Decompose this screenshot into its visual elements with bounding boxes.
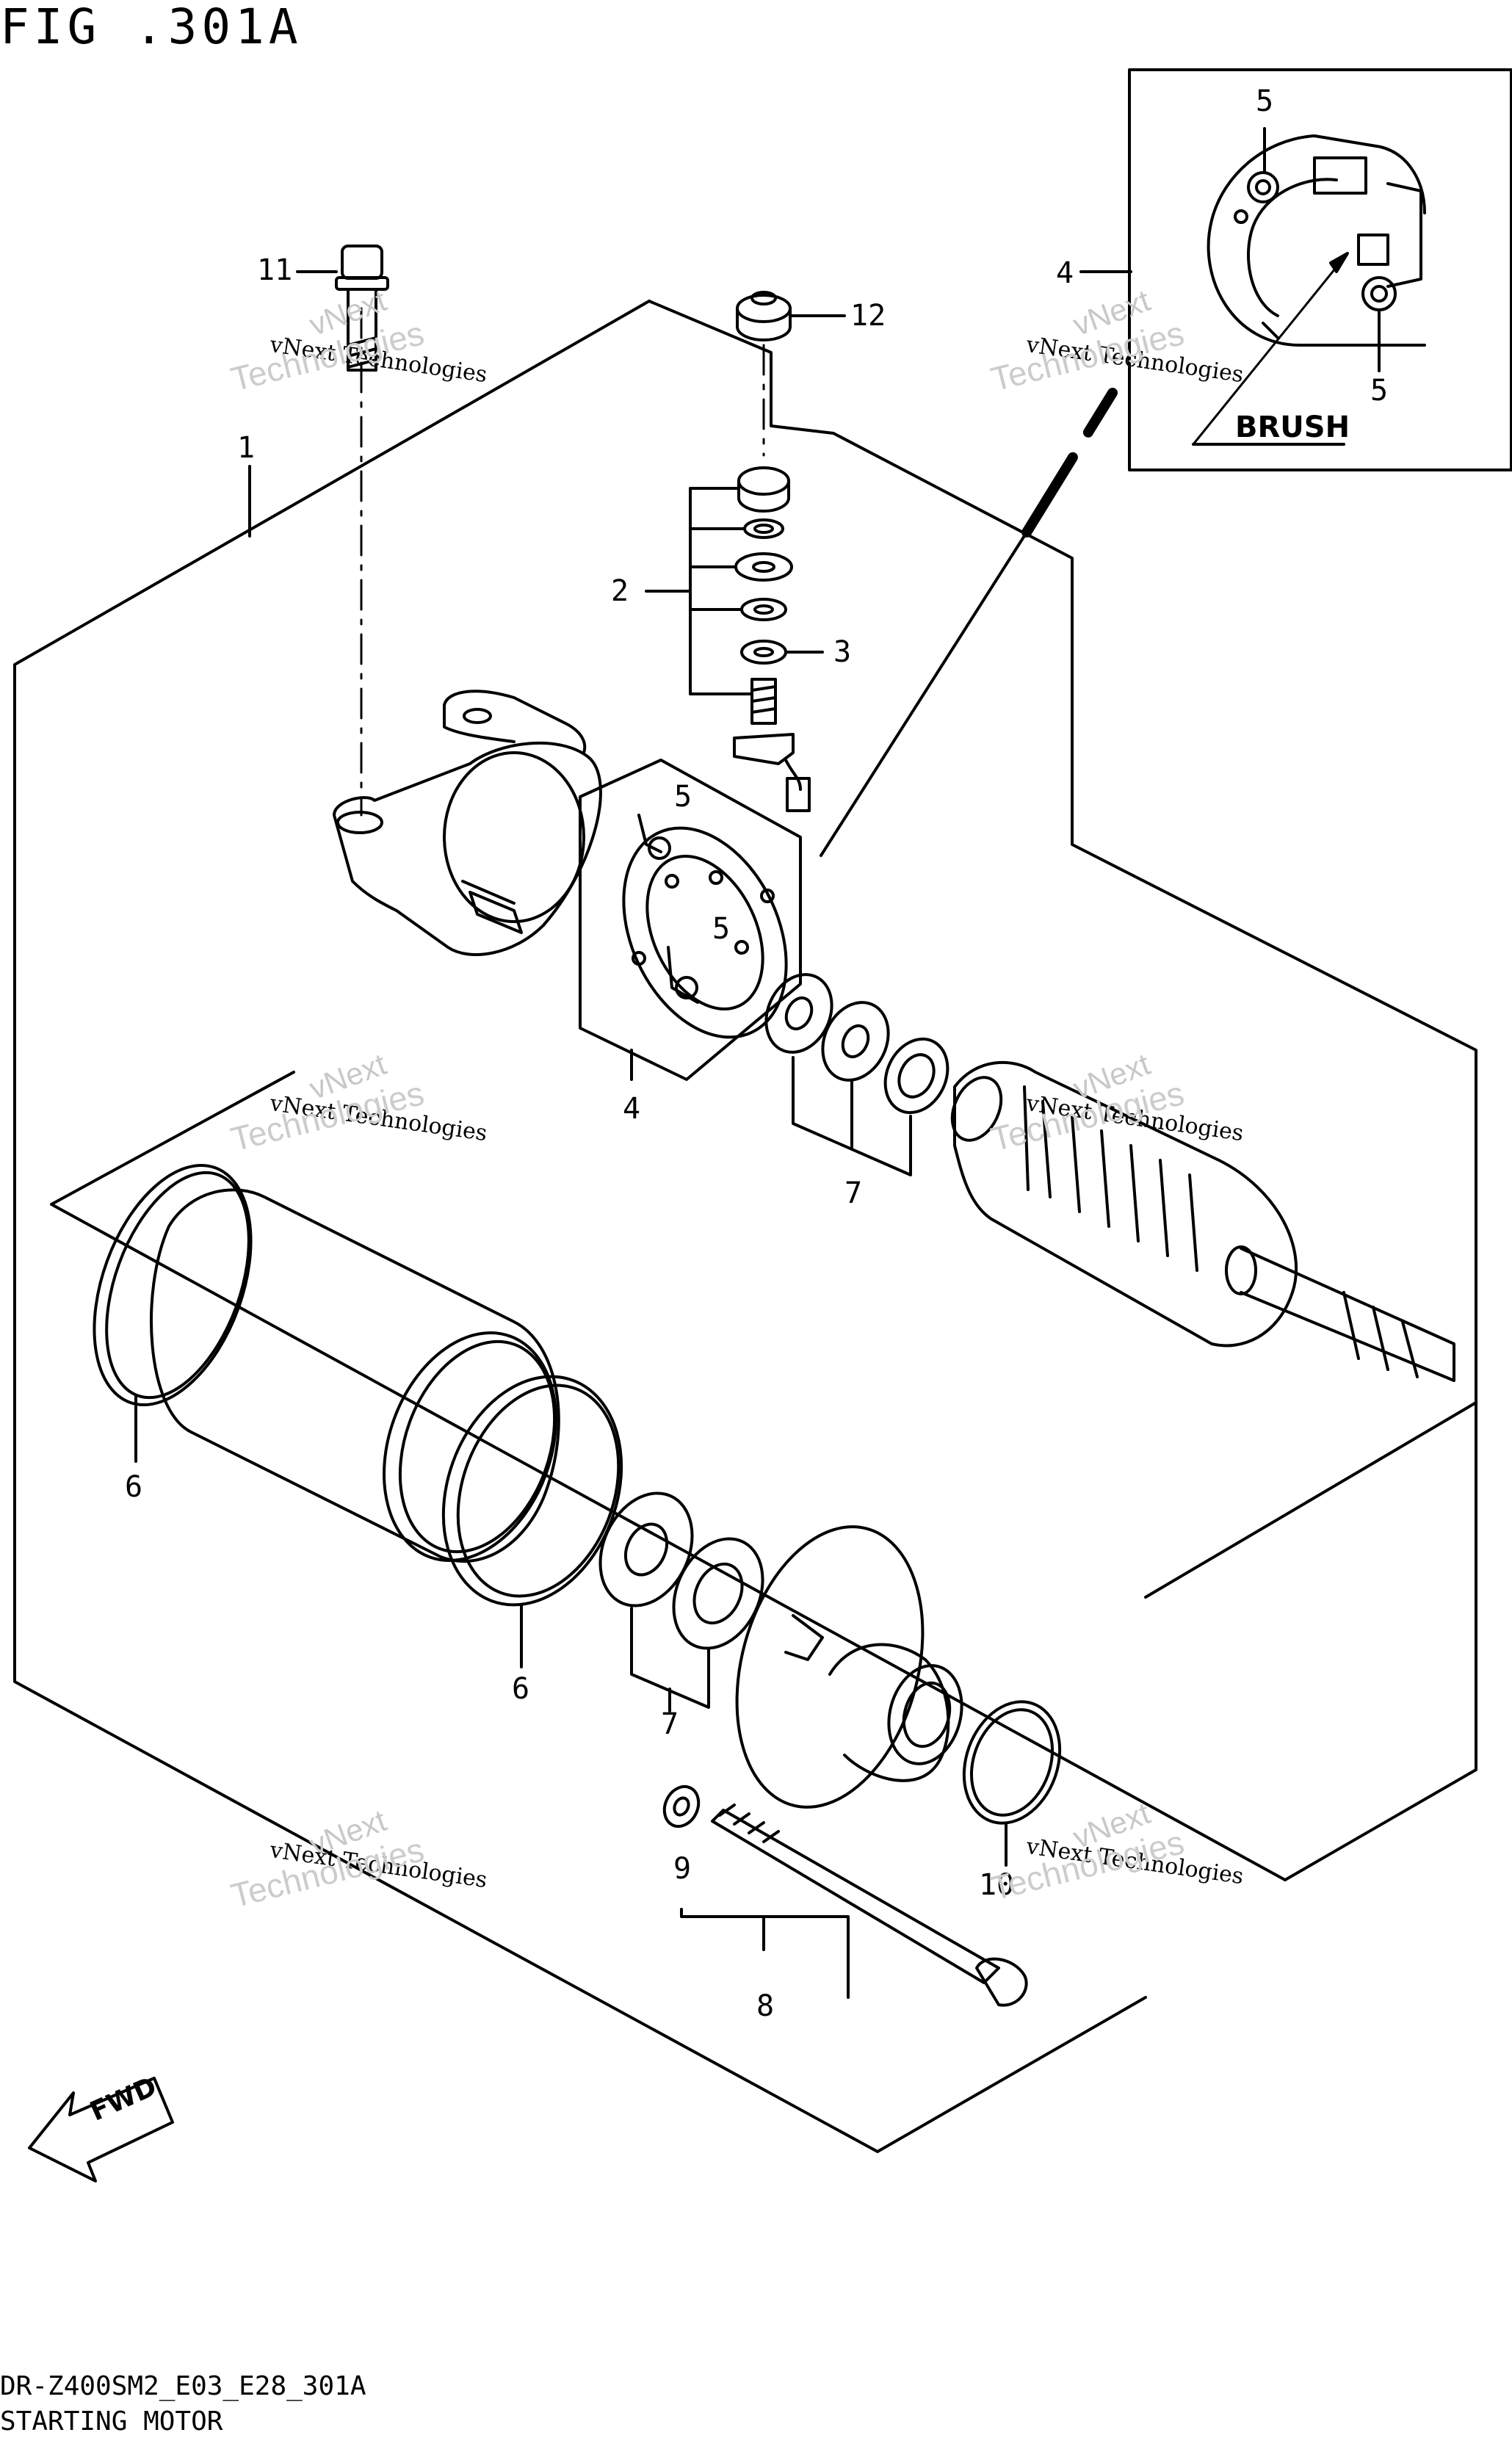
callout-10: 10	[979, 1868, 1015, 1902]
bolt-11	[335, 245, 389, 372]
inset-leader-thick	[1021, 388, 1118, 538]
washer-9	[662, 1784, 701, 1828]
inset-leader-thin	[820, 531, 1028, 857]
callout-5-main-bottom: 5	[712, 912, 731, 946]
callout-5-inset-bottom: 5	[1370, 374, 1389, 408]
footer-title: STARTING MOTOR	[0, 2406, 223, 2437]
washers-7-upper	[764, 973, 949, 1115]
inset-brush-holder	[1207, 134, 1426, 347]
callout-2: 2	[611, 574, 629, 608]
callout-4-inset: 4	[1056, 256, 1074, 290]
terminal-bolt	[733, 678, 811, 812]
fwd-arrow	[28, 2077, 174, 2182]
washers-7-lower	[598, 1491, 764, 1650]
nut-12	[736, 291, 792, 341]
rear-cover	[333, 690, 602, 956]
callout-6-left: 6	[125, 1470, 143, 1504]
callout-11: 11	[257, 253, 293, 287]
callout-7-lower: 7	[661, 1707, 679, 1741]
armature	[950, 1060, 1455, 1382]
inner-outline	[50, 1071, 1477, 1881]
brush-holder-4	[579, 759, 802, 1081]
figure-label: FIG .301A	[0, 0, 303, 55]
through-bolt-8	[711, 1804, 1028, 2007]
callout-5-inset-top: 5	[1256, 84, 1274, 118]
brush-label: BRUSH	[1235, 410, 1350, 444]
brush-leader	[1192, 252, 1349, 446]
footer-code: DR-Z400SM2_E03_E28_301A	[0, 2371, 366, 2401]
callout-1: 1	[237, 431, 256, 465]
callout-6-mid: 6	[512, 1672, 530, 1706]
o-ring-10	[962, 1700, 1062, 1825]
bracket-2	[689, 487, 753, 695]
callout-5-main-top: 5	[674, 780, 692, 814]
yoke-housing	[150, 1188, 560, 1563]
front-cover	[735, 1525, 963, 1809]
assembly-outline-left	[13, 300, 1147, 2153]
callout-8: 8	[756, 1989, 775, 2023]
brush-inset-box	[1128, 68, 1512, 471]
washer-3	[740, 640, 787, 665]
callout-9: 9	[673, 1852, 692, 1886]
callout-7-upper: 7	[844, 1176, 863, 1210]
terminal-parts-2	[734, 466, 793, 621]
o-ring-6-left	[93, 1163, 253, 1407]
callout-4-main: 4	[623, 1092, 641, 1126]
assembly-outline	[648, 300, 1477, 1599]
callout-3: 3	[833, 635, 852, 669]
o-ring-6-mid	[441, 1375, 623, 1607]
callout-12: 12	[850, 299, 886, 333]
